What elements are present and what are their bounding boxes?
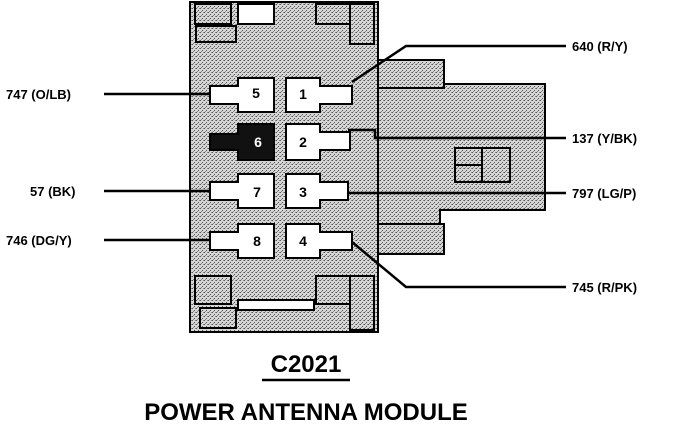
leader-745 bbox=[351, 241, 566, 289]
pin-5-label: 5 bbox=[252, 85, 260, 101]
pin-7: 7 bbox=[209, 173, 275, 209]
module-title: POWER ANTENNA MODULE bbox=[144, 399, 468, 426]
connector-body bbox=[189, 1, 546, 333]
pin-cavities: 5 1 6 2 7 3 8 bbox=[209, 77, 353, 259]
pin-5: 5 bbox=[209, 77, 275, 113]
pin-7-label: 7 bbox=[253, 184, 261, 200]
leader-137 bbox=[348, 128, 566, 140]
pin-6: 6 bbox=[209, 123, 275, 161]
pin-2-label: 2 bbox=[299, 134, 307, 150]
wire-label-745: 745 (R/PK) bbox=[572, 280, 637, 295]
pin-2: 2 bbox=[285, 123, 351, 161]
wire-label-797: 797 (LG/P) bbox=[572, 186, 636, 201]
leader-640 bbox=[351, 44, 566, 84]
pin-3: 3 bbox=[285, 173, 349, 209]
pin-4: 4 bbox=[285, 223, 353, 259]
pin-3-label: 3 bbox=[299, 184, 307, 200]
pin-4-label: 4 bbox=[299, 233, 307, 249]
wire-label-137: 137 (Y/BK) bbox=[572, 131, 637, 146]
pin-1: 1 bbox=[285, 77, 353, 113]
wire-label-747: 747 (O/LB) bbox=[6, 87, 71, 102]
pin-1-label: 1 bbox=[299, 86, 307, 102]
wire-label-746: 746 (DG/Y) bbox=[6, 233, 72, 248]
wire-label-640: 640 (R/Y) bbox=[572, 39, 628, 54]
connector-id: C2021 bbox=[271, 351, 342, 378]
pin-6-label: 6 bbox=[254, 134, 262, 150]
wire-label-57: 57 (BK) bbox=[30, 184, 76, 199]
pin-8: 8 bbox=[209, 223, 275, 259]
pin-8-label: 8 bbox=[253, 233, 261, 249]
